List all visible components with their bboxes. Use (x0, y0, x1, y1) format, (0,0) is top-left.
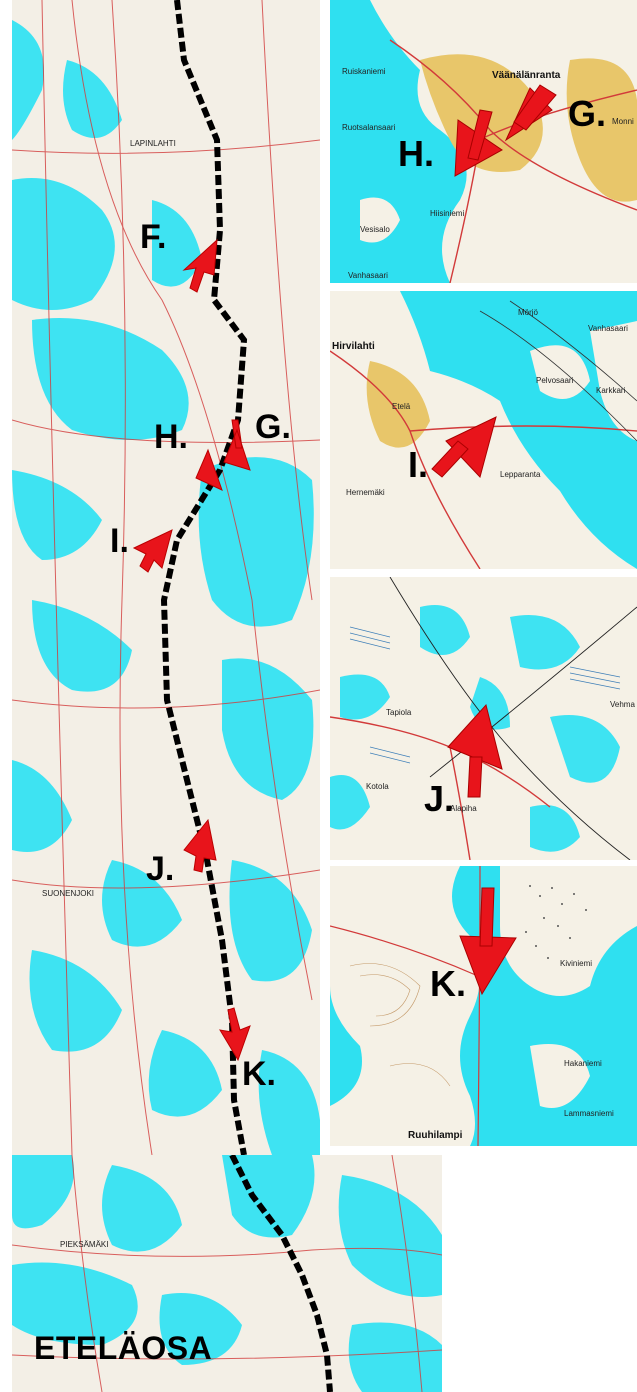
rail-detail-3 (389, 577, 637, 860)
detail-3-place-2: Vehma (610, 700, 635, 709)
place-suonenjoki: SUONENJOKI (42, 889, 94, 898)
arrows-detail-4 (459, 887, 517, 996)
detail-3-place-1: Alapiha (450, 804, 477, 813)
detail-2-place-4: Pelvosaari (536, 376, 574, 385)
detail-1-place-4: Vanhasaari (348, 271, 388, 280)
region-title: ETELÄOSA (34, 1330, 213, 1366)
detail-map-k[interactable]: K. Kiviniemi Ruuhilampi Lammasniemi Haka… (330, 866, 637, 1146)
detail-1-place-2: Ruotsalansaari (342, 123, 396, 132)
lakes (12, 20, 320, 1155)
detail-1-place-3: Vesisalo (360, 225, 390, 234)
detail-1-label-g: G. (568, 93, 606, 134)
detail-map-i[interactable]: I. Hirvilahti Etelä Hernemäki Vanhasaari… (330, 291, 637, 569)
road-network (12, 0, 320, 1155)
boulder-dots (525, 885, 587, 959)
detail-2-label-i: I. (408, 444, 428, 485)
arrows-detail-3 (447, 703, 503, 798)
detail-4-label-k: K. (430, 963, 466, 1004)
place-pieksamaki: PIEKSÄMÄKI (60, 1240, 108, 1249)
overview-map-lower[interactable]: PIEKSÄMÄKI (12, 1155, 442, 1392)
detail-2-place-7: Lepparanta (500, 470, 541, 479)
place-lapinlahti: LAPINLAHTI (130, 139, 176, 148)
detail-2-place-1: Etelä (392, 402, 411, 411)
detail-3-place-3: Kotola (366, 782, 389, 791)
marker-label-i: I. (110, 522, 129, 560)
detail-3-place-0: Tapiola (386, 708, 412, 717)
contours-detail-4 (349, 963, 451, 1087)
detail-map-gh[interactable]: G. H. Väänälänranta Ruiskaniemi Ruotsala… (330, 0, 637, 283)
detail-2-place-5: Karkkari (596, 386, 626, 395)
detail-4-place-1: Ruuhilampi (408, 1130, 463, 1141)
detail-4-place-0: Kiviniemi (560, 959, 592, 968)
detail-2-place-3: Vanhasaari (588, 324, 628, 333)
marker-label-h: H. (154, 418, 188, 456)
detail-2-place-2: Hernemäki (346, 488, 385, 497)
marker-label-f: F. (140, 218, 166, 256)
road-network-lower (12, 1155, 442, 1392)
marker-label-g: G. (255, 408, 291, 446)
detail-1-place-5: Hiisiniemi (430, 209, 464, 218)
arrow-markers (132, 238, 251, 1062)
overview-map[interactable]: F. G. H. I. J. K. LAPINLAHTI SUONENJOKI (12, 0, 320, 1155)
detail-1-label-h: H. (398, 133, 434, 174)
detail-2-place-0: Hirvilahti (332, 341, 375, 352)
rail-detail-2 (479, 300, 637, 442)
arrows-detail-1 (454, 84, 557, 177)
lakes-detail-3 (330, 605, 620, 852)
lakes-lower (12, 1155, 442, 1392)
route-line-lower (229, 1155, 333, 1392)
detail-1-place-6: Monni (612, 117, 634, 126)
marker-label-j: J. (146, 850, 174, 888)
marker-label-k: K. (242, 1055, 276, 1093)
arrows-detail-2 (431, 416, 497, 478)
detail-1-place-0: Väänälänranta (492, 70, 561, 81)
marsh-detail-3 (349, 626, 621, 764)
detail-1-place-1: Ruiskaniemi (342, 67, 386, 76)
detail-map-j[interactable]: J. Tapiola Alapiha Vehma Kotola (330, 577, 637, 860)
detail-3-label-j: J. (424, 778, 454, 819)
detail-4-place-3: Hakaniemi (564, 1059, 602, 1068)
roads-detail-2 (330, 350, 637, 569)
detail-4-place-2: Lammasniemi (564, 1109, 614, 1118)
detail-2-place-6: Mörjö (518, 308, 539, 317)
